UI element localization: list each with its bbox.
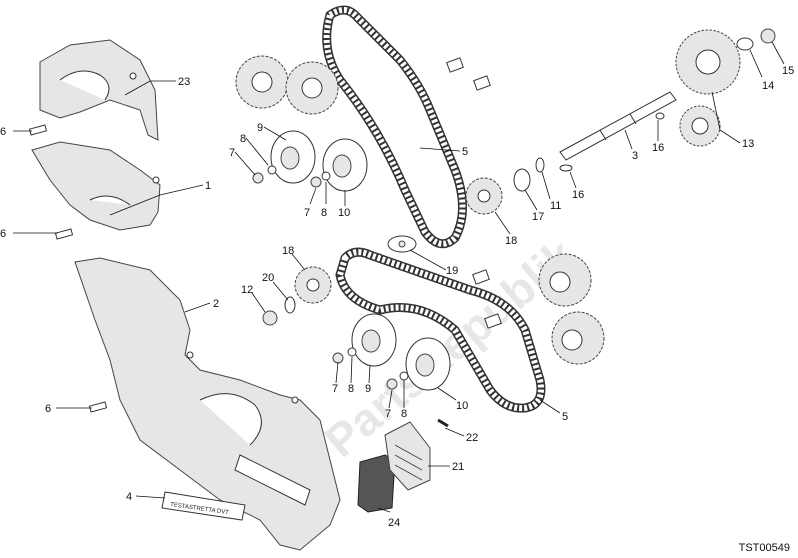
circlip-part-11 bbox=[535, 157, 545, 173]
screw-part-6-b bbox=[54, 228, 74, 240]
leader-lines bbox=[13, 41, 785, 513]
pad-part-24 bbox=[357, 454, 396, 513]
callout-1: 1 bbox=[205, 180, 211, 192]
callout-9: 9 bbox=[257, 122, 263, 134]
screw-part-6-a bbox=[28, 124, 48, 136]
callout-4: 4 bbox=[126, 491, 132, 503]
crank-pulley-part-18-upper bbox=[465, 177, 503, 215]
nut-washer-upper bbox=[252, 165, 331, 188]
callout-22: 22 bbox=[466, 432, 478, 444]
callout-8: 8 bbox=[348, 383, 354, 395]
callout-15: 15 bbox=[782, 65, 794, 77]
callout-2: 2 bbox=[213, 298, 219, 310]
drawing-code: TST00549 bbox=[738, 542, 790, 554]
crank-pulley-part-18-lower bbox=[294, 266, 332, 304]
key-part-16-b bbox=[559, 164, 573, 172]
camshaft-pulley-upper-right bbox=[285, 61, 339, 115]
callout-3: 3 bbox=[632, 150, 638, 162]
timing-belt-lower-part-5 bbox=[335, 247, 546, 413]
key-part-16-a bbox=[655, 112, 665, 120]
callout-17: 17 bbox=[532, 211, 544, 223]
camshaft-pulley-upper-left bbox=[235, 55, 289, 109]
timing-belt-upper-part-5 bbox=[322, 5, 467, 249]
callout-labels: 23 6 1 6 2 6 4 24 21 22 9 8 7 7 8 10 5 1… bbox=[0, 65, 794, 529]
callout-12: 12 bbox=[241, 284, 253, 296]
callout-5: 5 bbox=[562, 411, 568, 423]
tensioner-pulley-part-9-upper bbox=[270, 130, 316, 184]
nut-part-15 bbox=[760, 28, 776, 44]
camshaft-pulley-lower-top bbox=[538, 253, 592, 307]
callout-16: 16 bbox=[572, 189, 584, 201]
studs-upper bbox=[446, 57, 491, 91]
belt-cover-inner-part-1 bbox=[31, 141, 161, 231]
washer-part-14 bbox=[736, 37, 754, 51]
screw-part-22 bbox=[437, 418, 449, 428]
gear-part-13-large bbox=[675, 29, 741, 95]
belt-cover-lower-part-2 bbox=[74, 257, 341, 551]
callout-19: 19 bbox=[446, 265, 458, 277]
shaft-part-3 bbox=[559, 91, 677, 161]
washer-part-17 bbox=[513, 168, 531, 192]
callout-20: 20 bbox=[262, 272, 274, 284]
screw-part-6-c bbox=[88, 401, 108, 413]
callout-14: 14 bbox=[762, 80, 774, 92]
callout-13: 13 bbox=[742, 138, 754, 150]
tensioner-pulley-part-9-lower bbox=[351, 313, 397, 367]
nut-washer-lower bbox=[332, 347, 409, 390]
callout-8: 8 bbox=[401, 408, 407, 420]
idler-pulley-part-10-lower bbox=[405, 337, 451, 391]
gear-part-13-small bbox=[679, 105, 721, 147]
callout-16: 16 bbox=[652, 142, 664, 154]
belt-cover-upper-part-23 bbox=[39, 39, 159, 141]
idler-pulley-part-10-upper bbox=[322, 138, 368, 192]
grille-cover-part-21 bbox=[384, 421, 431, 491]
camshaft-pulley-lower-bottom bbox=[551, 311, 605, 365]
callout-10: 10 bbox=[456, 400, 468, 412]
callout-7: 7 bbox=[385, 408, 391, 420]
callout-9: 9 bbox=[365, 383, 371, 395]
callout-8: 8 bbox=[321, 207, 327, 219]
callout-18: 18 bbox=[505, 235, 517, 247]
callout-23: 23 bbox=[178, 76, 190, 88]
washer-part-19 bbox=[387, 235, 417, 253]
callout-8: 8 bbox=[240, 133, 246, 145]
nut-part-12 bbox=[262, 310, 278, 326]
studs-lower bbox=[472, 269, 502, 329]
callout-10: 10 bbox=[338, 207, 350, 219]
callout-18: 18 bbox=[282, 245, 294, 257]
callout-7: 7 bbox=[304, 207, 310, 219]
callout-11: 11 bbox=[550, 200, 561, 212]
washer-part-20 bbox=[284, 296, 296, 314]
callout-7: 7 bbox=[332, 383, 338, 395]
callout-5: 5 bbox=[462, 146, 468, 158]
callout-7: 7 bbox=[229, 147, 235, 159]
callout-21: 21 bbox=[452, 461, 464, 473]
callout-6: 6 bbox=[45, 403, 51, 415]
callout-6: 6 bbox=[0, 228, 6, 240]
callout-6: 6 bbox=[0, 126, 6, 138]
callout-24: 24 bbox=[388, 517, 400, 529]
